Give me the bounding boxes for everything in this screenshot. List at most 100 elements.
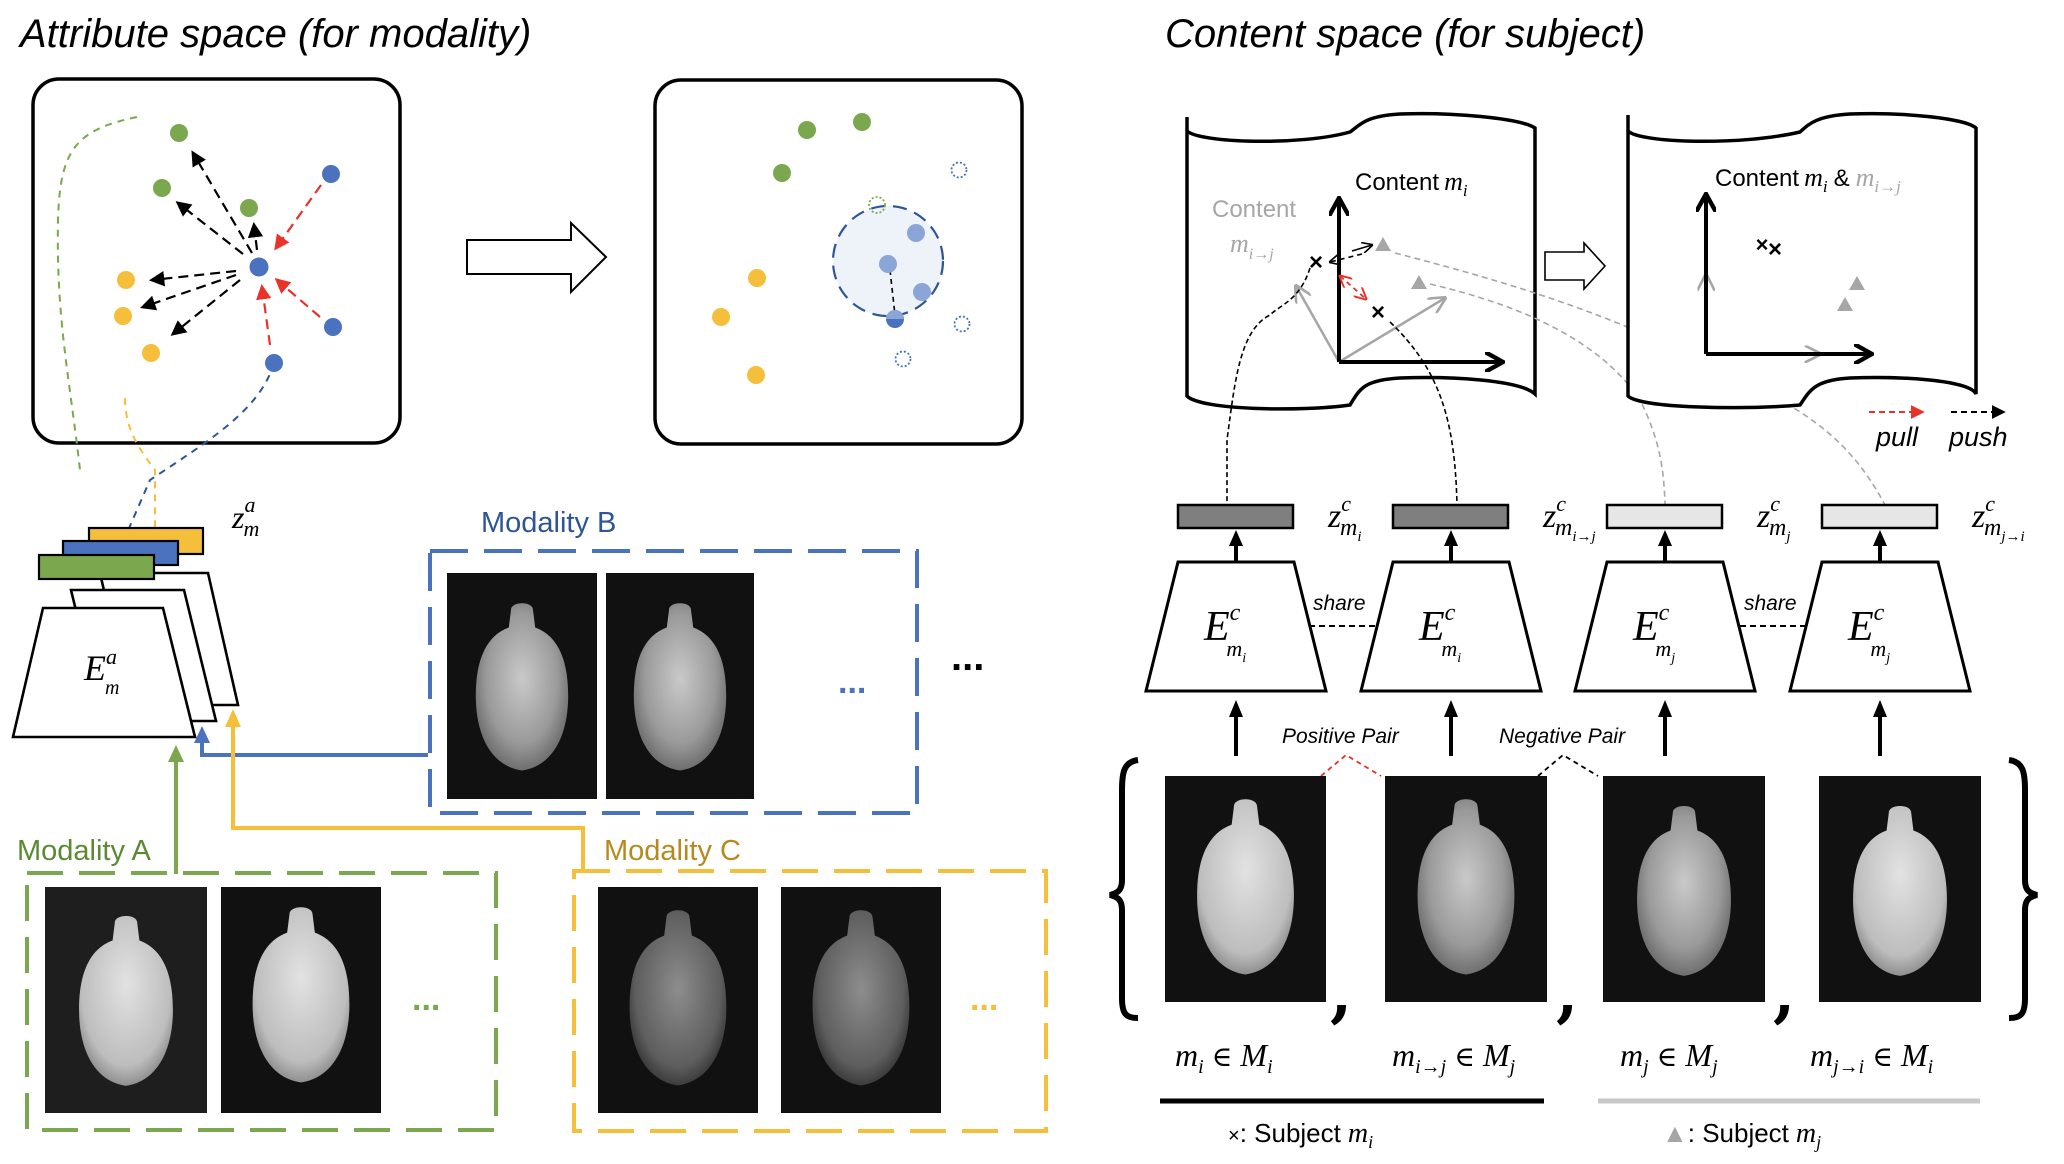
green-point bbox=[798, 121, 816, 139]
content-code-bar bbox=[1391, 503, 1510, 530]
modality-b-group: Modality B ... bbox=[428, 507, 919, 815]
subject-j-triangle bbox=[1411, 275, 1427, 289]
modality-b-box bbox=[428, 549, 919, 815]
subject-j-triangle bbox=[1837, 297, 1853, 311]
subject-i-cross: × bbox=[1309, 249, 1323, 276]
anchor-overlap bbox=[886, 310, 904, 319]
arrowhead-icon bbox=[1658, 700, 1672, 717]
modality-c-box bbox=[572, 869, 1048, 1133]
share-label: share bbox=[1744, 592, 1797, 615]
blue-point bbox=[324, 318, 342, 336]
anchor-blue-point bbox=[249, 257, 269, 277]
blue-ghost-point bbox=[950, 161, 968, 179]
arrowhead-icon bbox=[1873, 530, 1887, 546]
push-legend-label: push bbox=[1948, 422, 2008, 452]
modality-c-label: Modality C bbox=[604, 835, 741, 867]
content-space-cylinder bbox=[1185, 111, 1537, 411]
green-point bbox=[773, 164, 791, 182]
push-arrow bbox=[148, 269, 237, 287]
yellow-point bbox=[712, 308, 730, 326]
green-point bbox=[153, 179, 171, 197]
pull-arrow bbox=[256, 283, 272, 346]
content-space-title: Content space (for subject) bbox=[1165, 12, 1645, 56]
transition-arrow-icon bbox=[466, 220, 608, 295]
modality-c-group: Modality C ... bbox=[572, 835, 1048, 1133]
push-arrow bbox=[191, 150, 253, 254]
push-arrow bbox=[140, 273, 237, 311]
input-set-label: mj∈Mj bbox=[1620, 1037, 1718, 1078]
attribute-box-before bbox=[31, 77, 402, 445]
arrowhead-icon bbox=[1873, 700, 1887, 717]
transition-arrow-icon bbox=[1544, 240, 1607, 292]
green-arrowhead-icon bbox=[168, 745, 184, 762]
blue-moved-point bbox=[879, 255, 897, 273]
push-arrow bbox=[1351, 245, 1372, 251]
subject-i-cross: × bbox=[1371, 299, 1385, 326]
content-encoder bbox=[1573, 560, 1757, 693]
yellow-point bbox=[114, 307, 132, 325]
share-label: share bbox=[1313, 592, 1366, 615]
green-point bbox=[853, 113, 871, 131]
triangle-marker-icon: ▲ bbox=[1662, 1118, 1688, 1148]
modality-a-box bbox=[25, 871, 498, 1132]
modality-b-connector bbox=[200, 742, 428, 757]
modality-a-ellipsis: ... bbox=[412, 980, 440, 1018]
push-arrow bbox=[170, 279, 241, 336]
positive-pair-link bbox=[1320, 753, 1382, 777]
modality-c-ellipsis: ... bbox=[970, 980, 998, 1018]
content-encoder bbox=[1144, 560, 1328, 693]
content-space-cylinder bbox=[1626, 111, 1978, 410]
negative-pair-link bbox=[1537, 753, 1599, 777]
yellow-code-link bbox=[124, 397, 156, 528]
gray-axis bbox=[1338, 298, 1445, 364]
yellow-point bbox=[748, 269, 766, 287]
attribute-points-before bbox=[114, 124, 342, 372]
modality-c-connector bbox=[231, 726, 585, 872]
negative-pair-label: Negative Pair bbox=[1499, 725, 1626, 748]
content-code-bar bbox=[1605, 503, 1724, 530]
more-modalities-ellipsis: ... bbox=[951, 635, 984, 679]
content-mij-label: Content bbox=[1212, 196, 1296, 223]
modality-connectors bbox=[168, 709, 585, 874]
cross-marker-icon: × bbox=[1228, 1125, 1240, 1147]
arrowhead-icon bbox=[1444, 700, 1458, 717]
arrowhead-icon bbox=[1658, 530, 1672, 546]
push-arrow bbox=[175, 201, 244, 255]
blue-point bbox=[265, 354, 283, 372]
blue-moved-point bbox=[913, 283, 931, 301]
modality-b-label: Modality B bbox=[481, 507, 616, 539]
subject-j-triangle bbox=[1849, 276, 1865, 290]
green-code-link bbox=[56, 116, 138, 471]
push-arrow bbox=[247, 221, 264, 251]
cluster-link bbox=[889, 269, 896, 316]
pull-arrow bbox=[1340, 276, 1366, 299]
comma-separator: , bbox=[1330, 956, 1352, 1031]
pull-arrow bbox=[274, 184, 322, 251]
gray-axis bbox=[1296, 286, 1341, 363]
left-brace-icon bbox=[1109, 757, 1139, 1021]
yellow-point bbox=[117, 271, 135, 289]
blue-arrowhead-icon bbox=[194, 726, 210, 743]
green-point bbox=[240, 199, 258, 217]
attribute-space-after bbox=[653, 78, 1024, 446]
yellow-point bbox=[142, 344, 160, 362]
right-brace-icon bbox=[2008, 757, 2038, 1021]
pull-legend-label: pull bbox=[1875, 422, 1919, 452]
yellow-point bbox=[747, 366, 765, 384]
push-arrow bbox=[1330, 253, 1363, 262]
